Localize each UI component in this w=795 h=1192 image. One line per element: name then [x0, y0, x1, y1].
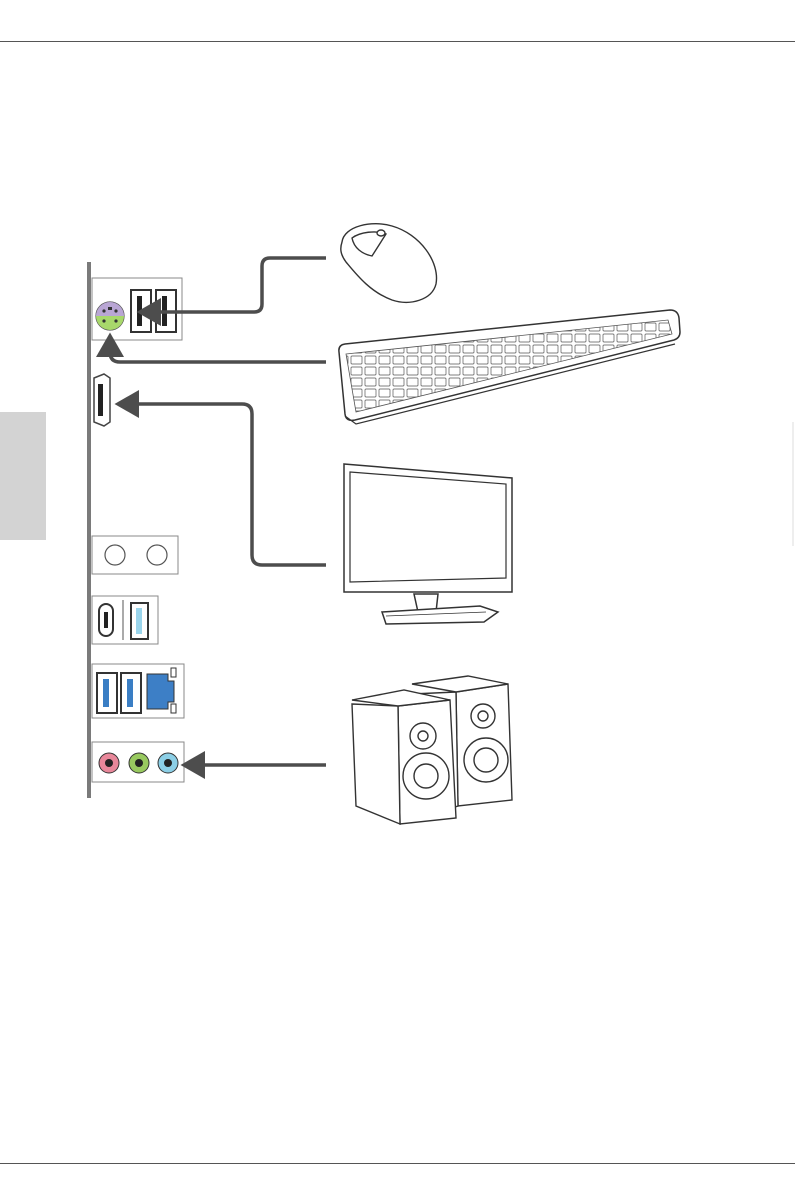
ps2-port-icon: [96, 302, 124, 330]
mouse-to-usb-arrow: [140, 258, 326, 312]
mouse-icon: [341, 224, 437, 303]
hdmi-port-icon: [94, 374, 110, 426]
audio-jack-icon: [92, 742, 184, 782]
monitor-to-hdmi-arrow: [118, 404, 326, 565]
usb-c-port-icon: [92, 596, 158, 644]
lan-port-icon: [92, 664, 184, 718]
speakers-icon: [352, 676, 512, 824]
antenna-port-icon: [92, 536, 178, 574]
monitor-icon: [344, 464, 512, 624]
ps2-usb-group: [92, 278, 182, 340]
keyboard-icon: [339, 310, 680, 424]
